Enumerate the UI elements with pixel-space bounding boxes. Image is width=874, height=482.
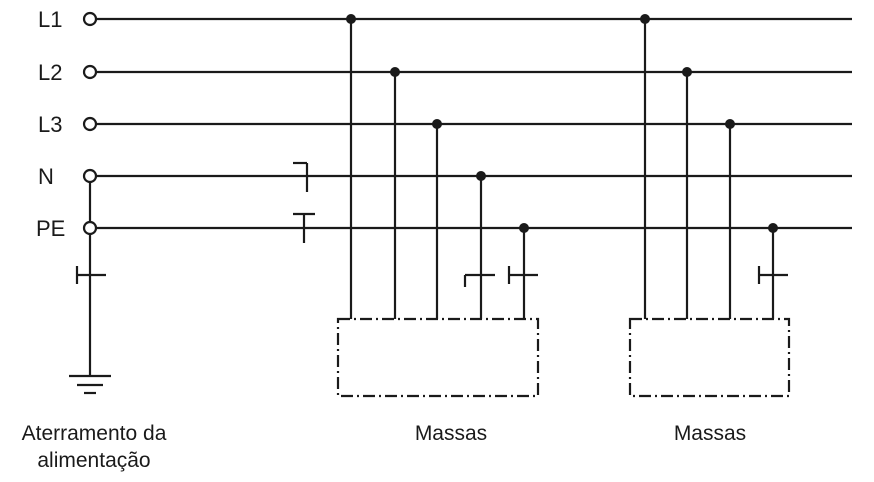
earth-ground-icon <box>69 374 111 395</box>
terminal-l3 <box>82 116 98 132</box>
junction-l3 <box>432 119 442 129</box>
junction-pe <box>519 223 529 233</box>
pe-device-symbol <box>757 266 788 284</box>
junction-l2 <box>682 67 692 77</box>
exposed-parts-frame-2 <box>628 317 791 398</box>
source-device-symbol <box>75 266 106 284</box>
pe-break-symbol <box>293 212 315 243</box>
terminal-l1 <box>82 11 98 27</box>
terminal-n <box>82 168 98 184</box>
pe-device-symbol <box>507 266 538 284</box>
label-l2: L2 <box>38 60 62 85</box>
label-l3: L3 <box>38 112 62 137</box>
source-caption-line1: Aterramento da <box>22 422 167 445</box>
junction-n <box>476 171 486 181</box>
terminal-pe <box>82 220 98 236</box>
junction-l1 <box>640 14 650 24</box>
n-break-symbol <box>293 161 309 192</box>
terminal-l2 <box>82 64 98 80</box>
junction-l2 <box>390 67 400 77</box>
label-n: N <box>38 164 54 189</box>
junction-l3 <box>725 119 735 129</box>
label-l1: L1 <box>38 7 62 32</box>
junction-pe <box>768 223 778 233</box>
load-group-2 <box>628 14 791 398</box>
load-group-1 <box>336 14 540 398</box>
exposed-parts-frame-1 <box>336 317 540 398</box>
junction-l1 <box>346 14 356 24</box>
n-device-symbol <box>463 273 495 287</box>
load-1-caption: Massas <box>415 422 487 445</box>
source-caption-line2: alimentação <box>37 449 150 472</box>
load-2-caption: Massas <box>674 422 746 445</box>
label-pe: PE <box>36 216 65 241</box>
